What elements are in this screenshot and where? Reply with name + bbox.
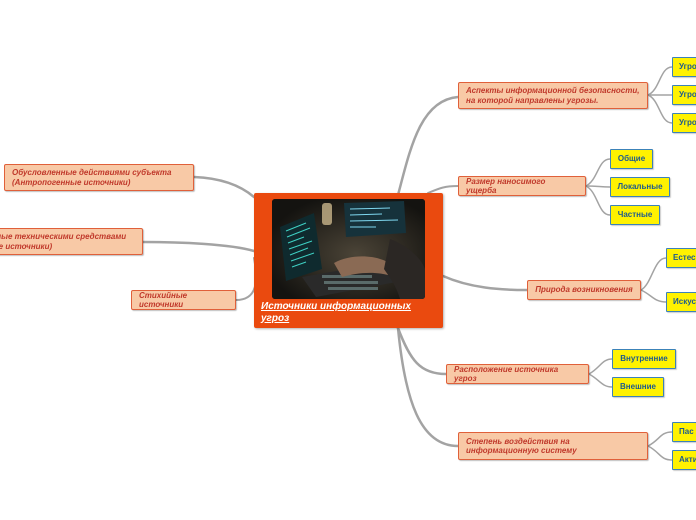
connector-impact (396, 326, 460, 448)
leaf-impact-passive[interactable]: Пас (672, 422, 696, 442)
connector-aspects (396, 95, 460, 197)
connector-damage (427, 185, 459, 194)
branch-label: енные техническими средствами ные источн… (0, 232, 127, 251)
leaf-label: Угро (679, 90, 696, 100)
leaf-label: Акти (679, 455, 696, 465)
leaf-label: Угро (679, 118, 696, 128)
leaf-aspect-2[interactable]: Угро (672, 85, 696, 105)
leaf-nature-natural[interactable]: Естес (666, 248, 696, 268)
branch-label: Степень воздействия на информационную си… (466, 436, 577, 455)
branch-technical[interactable]: енные техническими средствами ные источн… (0, 228, 143, 255)
leaf-label: Общие (617, 154, 646, 164)
branch-origin-nature[interactable]: Природа возникновения (527, 280, 641, 300)
central-topic[interactable]: Источники информационных угроз (254, 193, 443, 328)
branch-label: Стихийные источники (139, 290, 188, 309)
leaf-location-internal[interactable]: Внутренние (612, 349, 676, 369)
leaf-label: Частные (617, 210, 653, 220)
leaf-label: Искус (673, 297, 696, 307)
branch-label: Расположение источника угроз (454, 364, 559, 383)
branch-security-aspects[interactable]: Аспекты информационной безопасности, на … (458, 82, 648, 109)
branch-impact-degree[interactable]: Степень воздействия на информационную си… (458, 432, 648, 460)
leaf-label: Локальные (617, 182, 663, 192)
branch-anthropogenic[interactable]: Обусловленные действиями субъекта (Антро… (4, 164, 194, 191)
leaf-damage-general[interactable]: Общие (610, 149, 653, 169)
leaf-label: Естес (673, 253, 696, 263)
leaf-label: Угро (679, 62, 696, 72)
laptop-hacker-photo (272, 199, 425, 299)
leaf-location-external[interactable]: Внешние (612, 377, 664, 397)
photo-illustration (272, 199, 425, 299)
leaf-damage-local[interactable]: Локальные (610, 177, 670, 197)
branch-damage-size[interactable]: Размер наносимого ущерба (458, 176, 586, 196)
leaf-damage-partial[interactable]: Частные (610, 205, 660, 225)
connector-nature (441, 274, 529, 292)
branch-natural-sources[interactable]: Стихийные источники (131, 290, 236, 310)
leaf-label: Пас (679, 427, 694, 437)
branch-label: Обусловленные действиями субъекта (Антро… (12, 168, 172, 187)
central-topic-title: Источники информационных угроз (261, 301, 411, 324)
leaf-impact-active[interactable]: Акти (672, 450, 696, 470)
connector-location (396, 326, 448, 376)
branch-label: Аспекты информационной безопасности, на … (466, 86, 640, 105)
leaf-aspect-3[interactable]: Угро (672, 113, 696, 133)
leaf-aspect-1[interactable]: Угро (672, 57, 696, 77)
connector-anthropogenic (192, 175, 256, 199)
leaf-nature-artificial[interactable]: Искус (666, 292, 696, 312)
connector-technical (141, 240, 256, 253)
branch-label: Размер наносимого ущерба (466, 176, 546, 195)
leaf-label: Внутренние (620, 354, 668, 364)
branch-label: Природа возникновения (535, 285, 633, 295)
branch-source-location[interactable]: Расположение источника угроз (446, 364, 589, 384)
leaf-label: Внешние (620, 382, 656, 392)
